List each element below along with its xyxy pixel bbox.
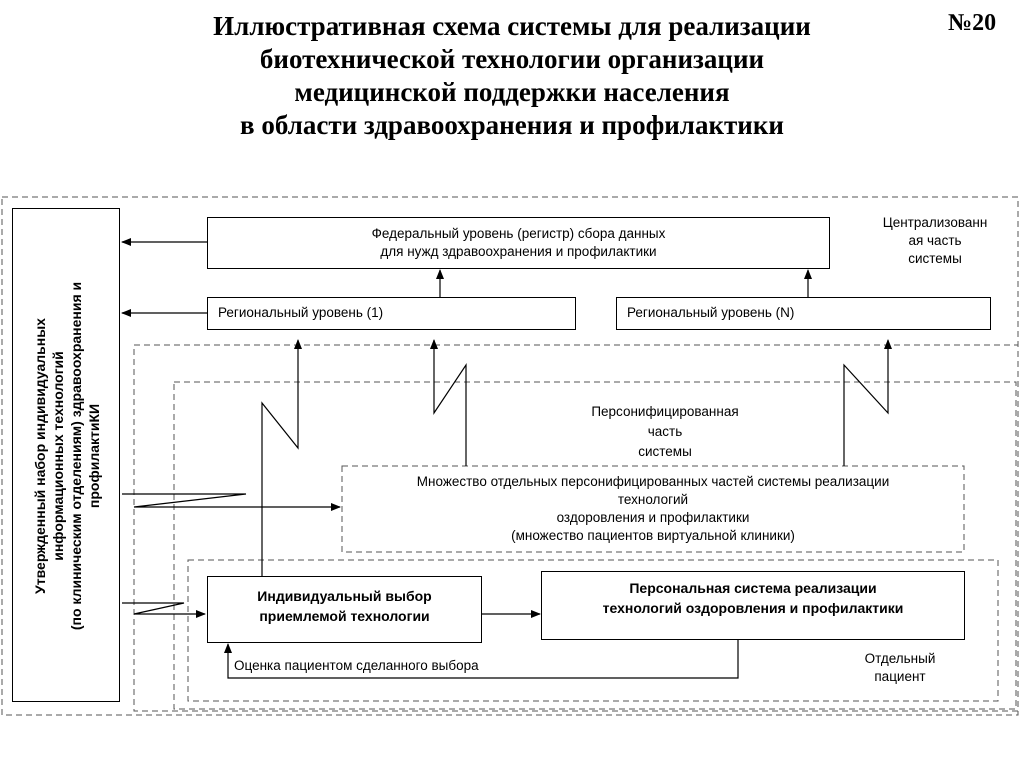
individual-line-1: Индивидуальный выбор [257, 588, 432, 604]
left-panel-line-1: Утвержденный набор индивидуальных [32, 318, 48, 594]
regional-level-1-box: Региональный уровень (1) [207, 297, 576, 330]
regional-level-n-label: Региональный уровень (N) [627, 305, 795, 320]
regional-level-1-label: Региональный уровень (1) [218, 305, 384, 320]
personal-system-line-2: технологий оздоровления и профилактики [602, 600, 904, 616]
many-patients-region [341, 465, 965, 553]
federal-line-1: Федеральный уровень (регистр) сбора данн… [371, 226, 666, 241]
title-line-1: Иллюстративная схема системы для реализа… [213, 11, 811, 41]
individual-line-2: приемлемой технологии [259, 608, 430, 624]
personalized-label: Персонифицированная часть системы [591, 404, 739, 459]
federal-line-2: для нужд здравоохранения и профилактики [380, 244, 657, 259]
approved-technologies-panel: Утвержденный набор индивидуальных информ… [12, 208, 120, 702]
federal-level-box: Федеральный уровень (регистр) сбора данн… [207, 217, 830, 269]
centralized-label: Централизованн ая часть системы [882, 215, 988, 266]
inner-personal-region [173, 381, 1017, 710]
many-patients-text: Множество отдельных персонифицированных … [416, 474, 890, 543]
evaluation-label: Оценка пациентом сделанного выбора [232, 657, 481, 675]
title-line-2: биотехнической технологии организации [259, 44, 765, 74]
individual-choice-box: Индивидуальный выбор приемлемой технолог… [207, 576, 482, 643]
patient-region [187, 559, 999, 702]
personalized-region [133, 344, 1019, 712]
title-line-3: медицинской поддержки населения [294, 77, 730, 107]
patient-label: Отдельный пациент [864, 651, 936, 684]
title-line-4: в области здравоохранения и профилактики [240, 110, 784, 140]
regional-level-n-box: Региональный уровень (N) [616, 297, 991, 330]
page-title: Иллюстративная схема системы для реализа… [60, 10, 964, 142]
left-panel-line-3: (по клиническим отделениям) здравоохране… [68, 281, 84, 631]
personal-system-line-1: Персональная система реализации [629, 580, 877, 596]
personal-system-box: Персональная система реализации технолог… [541, 571, 965, 640]
slide-number: №20 [948, 10, 997, 36]
left-panel-line-2: информационных технологий [50, 351, 66, 561]
left-panel-line-4: профилактиКИ [86, 403, 102, 509]
